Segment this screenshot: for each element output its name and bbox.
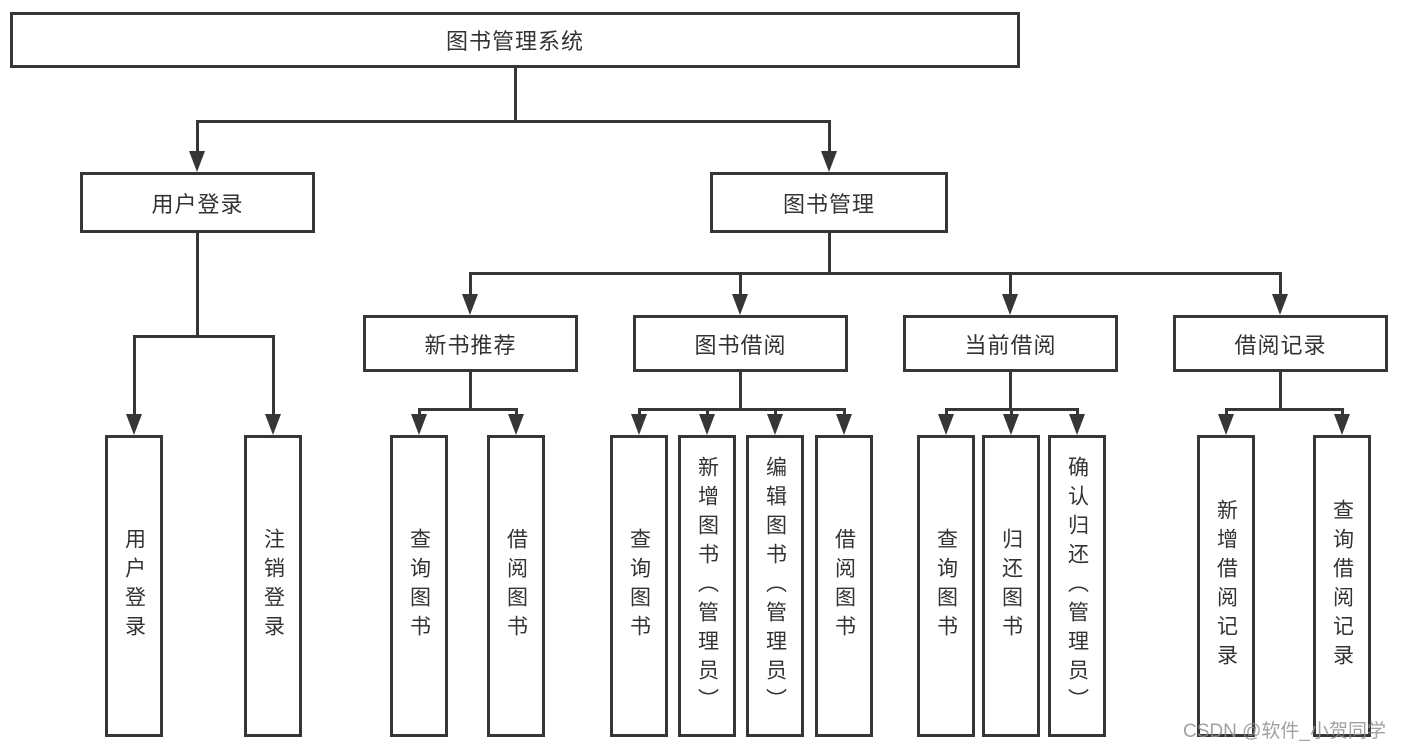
arrow-down-icon [821,151,837,172]
connector-line [1341,408,1344,417]
node-current-borrow-label: 当前借阅 [964,332,1057,358]
connector-line [469,372,472,408]
connector-line [843,408,846,417]
connector-line [739,272,742,296]
leaf-logout: 注销登录 [244,435,302,737]
leaf-recommend-query-book: 查询图书 [390,435,448,737]
leaf-edit-book-admin-label: 编辑图书（管理员） [763,455,787,717]
connector-line [1010,408,1013,417]
connector-line [196,233,199,335]
arrow-down-icon [836,414,852,435]
connector-line [196,120,199,154]
leaf-query-borrow-record-label: 查询借阅记录 [1330,499,1354,673]
leaf-return-book-label: 归还图书 [999,528,1023,644]
connector-line [706,408,709,417]
connector-line [1009,272,1012,296]
leaf-recommend-query-book-label: 查询图书 [407,528,431,644]
arrow-down-icon [189,151,205,172]
arrow-down-icon [1218,414,1234,435]
connector-line [1279,372,1282,408]
leaf-borrow-query-book: 查询图书 [610,435,668,737]
node-book-management-label: 图书管理 [782,191,875,217]
node-root-label: 图书管理系统 [445,29,584,54]
arrow-down-icon [631,414,647,435]
arrow-down-icon [508,414,524,435]
node-new-book-recommend-label: 新书推荐 [424,332,517,358]
connector-line [1076,408,1079,417]
connector-line [828,233,831,272]
connector-line [774,408,777,417]
leaf-add-book-admin: 新增图书（管理员） [678,435,736,737]
connector-line [739,372,742,408]
node-user-login-label: 用户登录 [151,191,244,217]
node-root: 图书管理系统 [10,12,1020,68]
node-new-book-recommend: 新书推荐 [363,315,578,372]
connector-line [133,335,136,417]
arrow-down-icon [462,294,478,315]
connector-line [1279,272,1282,296]
arrow-down-icon [1272,294,1288,315]
leaf-add-borrow-record: 新增借阅记录 [1197,435,1255,737]
node-book-borrow-label: 图书借阅 [694,332,787,358]
arrow-down-icon [265,414,281,435]
leaf-user-login-label: 用户登录 [122,528,146,644]
connector-line [418,408,518,411]
arrow-down-icon [938,414,954,435]
leaf-confirm-return-admin-label: 确认归还（管理员） [1065,455,1089,717]
arrow-down-icon [1334,414,1350,435]
node-borrow-record: 借阅记录 [1173,315,1388,372]
node-borrow-record-label: 借阅记录 [1234,332,1327,358]
connector-line [272,335,275,417]
leaf-current-query-book-label: 查询图书 [934,528,958,644]
leaf-confirm-return-admin: 确认归还（管理员） [1048,435,1106,737]
connector-line [514,68,517,120]
connector-line [1225,408,1228,417]
leaf-query-borrow-record: 查询借阅记录 [1313,435,1371,737]
arrow-down-icon [767,414,783,435]
arrow-down-icon [411,414,427,435]
connector-line [638,408,846,411]
connector-line [133,335,275,338]
connector-line [469,272,1282,275]
connector-line [418,408,421,417]
connector-line [469,272,472,296]
arrow-down-icon [699,414,715,435]
node-user-login: 用户登录 [80,172,315,233]
leaf-logout-label: 注销登录 [261,528,285,644]
leaf-borrow-book-label: 借阅图书 [832,528,856,644]
leaf-current-query-book: 查询图书 [917,435,975,737]
connector-line [515,408,518,417]
leaf-recommend-borrow-book: 借阅图书 [487,435,545,737]
leaf-recommend-borrow-book-label: 借阅图书 [504,528,528,644]
leaf-user-login: 用户登录 [105,435,163,737]
node-book-borrow: 图书借阅 [633,315,848,372]
arrow-down-icon [126,414,142,435]
leaf-borrow-book: 借阅图书 [815,435,873,737]
connector-line [1225,408,1343,411]
connector-line [828,120,831,154]
leaf-return-book: 归还图书 [982,435,1040,737]
connector-line [196,120,831,123]
leaf-edit-book-admin: 编辑图书（管理员） [746,435,804,737]
csdn-watermark: CSDN @软件_小贺同学 [1183,721,1386,742]
leaf-borrow-query-book-label: 查询图书 [627,528,651,644]
arrow-down-icon [1069,414,1085,435]
connector-line [638,408,641,417]
arrow-down-icon [1002,294,1018,315]
leaf-add-book-admin-label: 新增图书（管理员） [695,455,719,717]
node-current-borrow: 当前借阅 [903,315,1118,372]
arrow-down-icon [732,294,748,315]
node-book-management: 图书管理 [710,172,948,233]
connector-line [1009,372,1012,408]
connector-line [945,408,948,417]
leaf-add-borrow-record-label: 新增借阅记录 [1214,499,1238,673]
arrow-down-icon [1003,414,1019,435]
